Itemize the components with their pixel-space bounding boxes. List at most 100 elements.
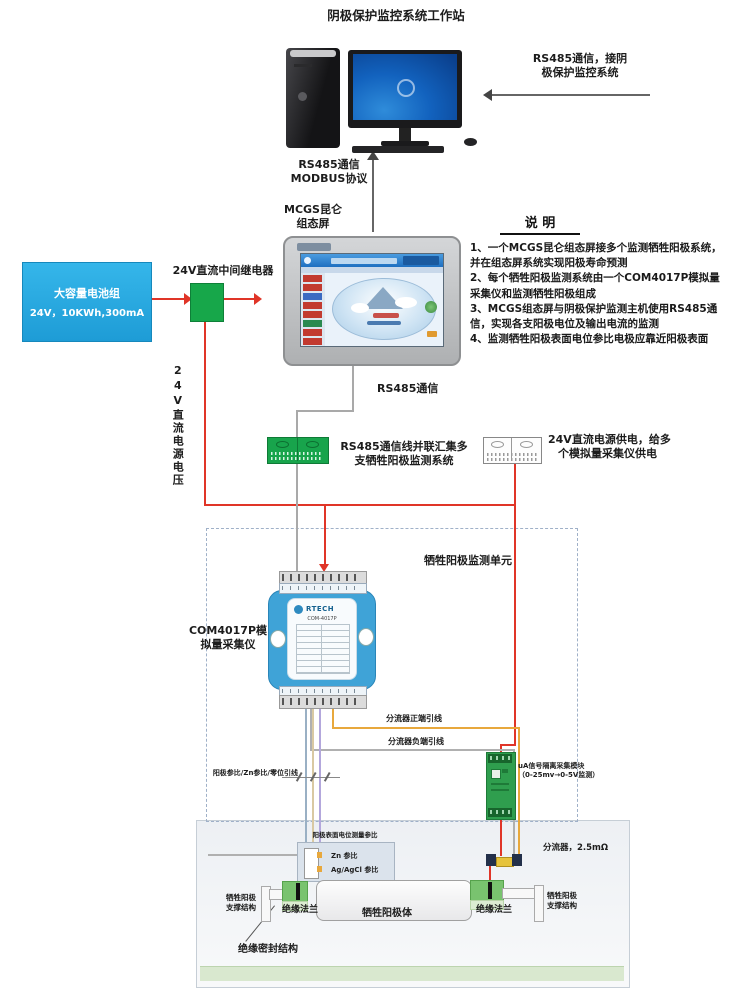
battery-label: 大容量电池组 [54,287,120,300]
pin-marks [282,586,362,590]
page-title: 阴极保护监控系统工作站 [327,8,465,23]
wire-24v-bus [204,504,516,506]
flange-left-gasket [282,901,308,911]
mcgs-touch-panel [283,236,461,366]
wire-ref-3 [319,708,321,844]
isolator-detail [491,783,509,785]
reference-electrode-box: Zn 参比 Ag/AgCl 参比 [297,842,395,882]
rs485-bus-line2: 支牺牲阳极监测系统 [354,454,454,468]
screw-marks [282,698,362,705]
battery-spec: 24V，10KWh,300mA [29,308,145,319]
flange-right [470,880,504,902]
support-right-line2: 支撑结构 [547,900,577,910]
electrode-chip [317,866,322,872]
wire-24v-to-module [324,506,326,564]
wire-pc-link [372,160,374,232]
hub-dots [271,457,323,460]
panel-screen [300,253,444,347]
zn-ref-label: Zn 参比 [331,852,358,860]
shunt-neg-label: 分流器负端引线 [388,737,444,746]
flange-right-bolt [488,882,492,899]
screen-header-bar [301,254,443,267]
hub-divider [297,438,298,461]
module-terminal-top-pins [279,583,367,594]
flange-left [282,881,308,903]
sidebar-button [303,329,322,336]
unit-label: 牺牲阳极监测单元 [424,554,512,567]
wire-24v-vertical [204,320,206,506]
flange-left-label: 绝缘法兰 [282,905,319,915]
terminal-divider [511,438,512,461]
wire-battery-to-relay [150,298,184,300]
electrode-holder [304,848,319,879]
screen-main-area [325,273,443,346]
keyboard [352,146,444,153]
pin-marks [282,689,362,693]
shunt-pos-label: 分流器正端引线 [386,714,442,723]
shunt-left-terminal [486,854,496,866]
sidebar-button [303,275,322,282]
mcgs-label: MCGS昆仑 组态屏 [282,203,344,232]
arrow-head-down-icon [319,564,329,572]
notes-block: 说 明 1、一个MCGS昆仑组态屏接多个监测牺牲阳极系统，并在组态屏系统实现阳极… [470,212,728,348]
wire-rs485-h [296,410,354,412]
isolator-terminal-dots [490,810,510,814]
slogan-strip [373,313,399,318]
isolator-label: uA信号隔离采集模块 （0-25mv→0-5V监测） [518,762,658,780]
arrow-head-up-icon [367,151,379,160]
cloud-graphic [332,278,436,340]
relay-label: 24V直流中间继电器 [172,264,274,277]
screw-marks [282,574,362,581]
monitor-base [381,141,429,146]
monitor-screen [353,54,457,120]
screen-sidebar [301,273,325,346]
rs485-comm-line: RS485通信 [298,158,360,171]
anode-cylinder [316,880,472,921]
orange-button [427,331,437,337]
mcgs-line1: MCGS昆仑 [284,203,342,216]
isolator-detail [491,789,509,791]
screen-title-strip [331,258,397,264]
shunt-right-terminal [512,854,522,866]
wire-isolator-to-shunt [500,816,502,856]
mouse [464,138,477,146]
terminal-dots [487,458,537,461]
rs485-modbus-label: RS485通信 MODBUS协议 [288,158,370,187]
module-spec-table [296,624,350,674]
sidebar-button [303,293,322,300]
wire-shunt-pos-h [332,727,520,729]
rs485-bus-line1: RS485通信线并联汇集多 [340,440,468,453]
signal-isolator [486,752,516,820]
agagcl-ref-label: Ag/AgCl 参比 [331,866,379,874]
battery-box: 大容量电池组 24V，10KWh,300mA [22,262,152,342]
arrow-head-right-icon [254,293,262,305]
dc-voltage-vertical-label: 24V直流电源电压 [171,364,185,487]
wire-ref-stub [208,854,298,856]
isolator-line1: uA信号隔离采集模块 [518,762,585,770]
anode-body-label: 牺牲阳极体 [362,908,412,919]
flange-left-bolt [296,883,300,900]
support-bar-right [534,885,544,922]
flange-right-gasket [470,900,504,910]
mcgs-line2: 组态屏 [296,217,330,231]
panel-brand-tab [297,243,331,251]
sidebar-button [303,311,322,318]
com-module-line2: 拟量采集仪 [200,638,256,652]
module-terminal-bottom-screws [279,695,367,709]
sidebar-button [303,320,322,327]
flange-right-label: 绝缘法兰 [476,905,513,915]
wire-24v-to-isolator [514,462,516,746]
monitoring-unit-box [206,528,578,822]
sidebar-button [303,284,322,291]
module-model: COM-4017P [307,616,337,622]
rs485-comm-mid-label: RS485通信 [377,382,439,395]
monitor [348,50,462,128]
wire-rs485-to-module [296,461,298,573]
hub-screw-icon [306,441,319,448]
module-label-panel: RTECH COM-4017P [287,598,357,680]
terminal-screw-icon [520,441,533,448]
isolator-window [491,769,501,779]
arrow-head-left-icon [483,89,492,101]
wire-isolator-elbow-h [500,744,516,746]
pc-tower-top [290,50,336,57]
